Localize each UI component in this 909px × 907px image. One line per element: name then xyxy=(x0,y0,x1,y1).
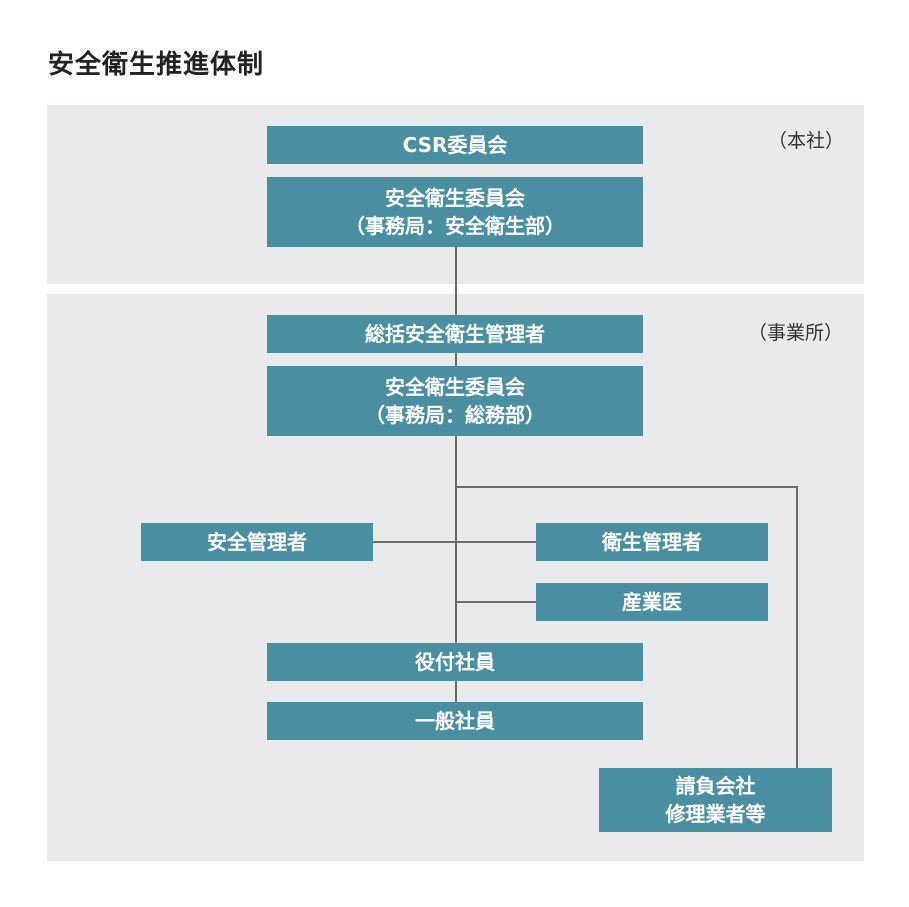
node-safety-manager: 安全管理者 xyxy=(141,523,373,561)
node-contractors: 請負会社 修理業者等 xyxy=(599,768,832,832)
node-label-line2: （事務局：総務部） xyxy=(365,403,545,427)
node-label-line2: 修理業者等 xyxy=(665,802,766,826)
node-site-safety-committee: 安全衛生委員会 （事務局：総務部） xyxy=(267,366,643,436)
node-officers: 役付社員 xyxy=(267,643,643,681)
node-label-line1: 安全衛生委員会 xyxy=(385,186,525,210)
node-label: 安全管理者 xyxy=(207,530,307,554)
head-office-label: （本社） xyxy=(768,130,845,152)
node-csr-committee: CSR委員会 xyxy=(267,126,643,164)
business-site-label: （事業所） xyxy=(748,322,844,344)
page-title: 安全衛生推進体制 xyxy=(48,50,265,80)
connector-managers xyxy=(373,541,536,543)
connector-contractor-vertical xyxy=(796,486,798,769)
node-label-line1: 請負会社 xyxy=(675,774,756,798)
node-health-manager: 衛生管理者 xyxy=(536,523,768,561)
node-general-manager: 総括安全衛生管理者 xyxy=(267,315,643,353)
node-hq-safety-committee: 安全衛生委員会 （事務局：安全衛生部） xyxy=(267,177,643,247)
node-label: 役付社員 xyxy=(415,650,495,674)
connector-main-trunk xyxy=(455,247,457,721)
node-label: 産業医 xyxy=(622,590,682,614)
node-label: 総括安全衛生管理者 xyxy=(365,322,545,346)
connector-contractor-horizontal xyxy=(456,486,797,488)
node-employees: 一般社員 xyxy=(267,702,643,740)
node-label: 一般社員 xyxy=(415,709,495,733)
connector-physician xyxy=(456,601,536,603)
node-label: 衛生管理者 xyxy=(602,530,702,554)
node-label-line1: 安全衛生委員会 xyxy=(385,375,525,399)
node-industrial-physician: 産業医 xyxy=(536,583,768,621)
node-label: CSR委員会 xyxy=(402,133,508,157)
node-label-line2: （事務局：安全衛生部） xyxy=(345,214,565,238)
